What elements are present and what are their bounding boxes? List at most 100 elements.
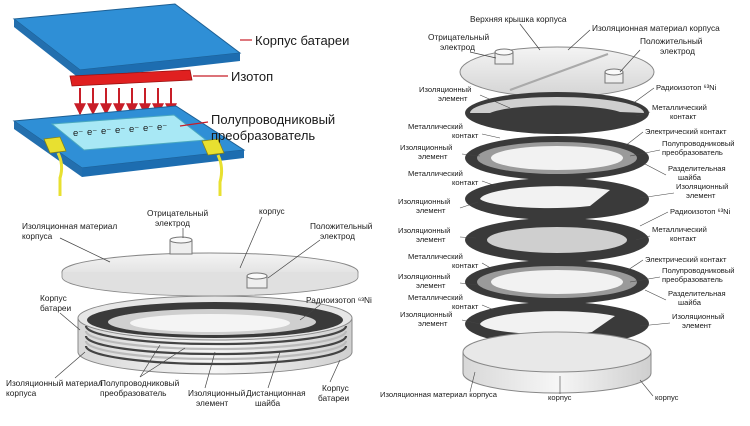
label-metal-contact: Металлический bbox=[652, 103, 707, 112]
label-ins-element: элемент bbox=[418, 319, 448, 328]
electron-labels: e⁻ e⁻ e⁻ e⁻ e⁻ e⁻ e⁻ bbox=[73, 122, 167, 139]
layer-2 bbox=[465, 136, 649, 180]
lid-edge bbox=[61, 272, 359, 297]
electron-glyph: e⁻ bbox=[87, 127, 97, 138]
pointer bbox=[299, 304, 321, 321]
left-labels: Изоляционный элемент Металлический конта… bbox=[380, 85, 572, 402]
label-electric-contact: Электрический контакт bbox=[645, 127, 727, 136]
pointer bbox=[239, 216, 263, 269]
label-ins-element: Изоляционный bbox=[400, 310, 452, 319]
top-case-edge bbox=[80, 53, 240, 79]
label-ins-element: Изоляционный bbox=[676, 182, 728, 191]
label-ins-element: элемент bbox=[416, 235, 446, 244]
label-neg-electrode: электрод bbox=[440, 42, 475, 52]
converter-label-1: Полупроводниковый bbox=[211, 112, 335, 127]
right-contact bbox=[201, 138, 225, 156]
layer-4 bbox=[465, 218, 649, 262]
semiconductor-converter bbox=[50, 114, 208, 151]
top-pointers bbox=[469, 23, 641, 73]
label-battery-case-bottom: Корпус bbox=[322, 383, 349, 393]
label-converter: преобразователь bbox=[662, 275, 723, 284]
right-lead-wire bbox=[216, 154, 224, 196]
label-metal-contact: Металлический bbox=[408, 252, 463, 261]
label-ins-element: элемент bbox=[686, 191, 716, 200]
pointer bbox=[59, 237, 111, 263]
label-ins-element: элемент bbox=[416, 281, 446, 290]
label-ins-element: элемент bbox=[438, 94, 468, 103]
label-housing: корпус bbox=[548, 393, 572, 402]
label-metal-contact: Металлический bbox=[652, 225, 707, 234]
label-insulating-element: Изоляционный bbox=[188, 388, 246, 398]
label-insulation-case-bottom: Изоляционный материал bbox=[6, 378, 103, 388]
layer-5 bbox=[465, 260, 649, 304]
label-battery-case: батареи bbox=[40, 303, 72, 313]
label-ins-element: элемент bbox=[418, 152, 448, 161]
electron-glyph: e⁻ bbox=[143, 123, 153, 134]
label-metal-contact: контакт bbox=[670, 112, 697, 121]
label-spacer: Дистанционная bbox=[246, 388, 306, 398]
stack-layer-white bbox=[130, 314, 290, 332]
label-neg-electrode: Отрицательный bbox=[428, 32, 489, 42]
pos-electrode-top bbox=[246, 272, 268, 280]
label-ins-element: Изоляционный bbox=[398, 197, 450, 206]
label-metal-contact: контакт bbox=[452, 178, 479, 187]
label-ins-element: элемент bbox=[416, 206, 446, 215]
label-metal-contact: Металлический bbox=[408, 169, 463, 178]
label-spacer: Разделительная bbox=[668, 164, 726, 173]
label-metal-contact: контакт bbox=[670, 234, 697, 243]
bottom-case-top bbox=[462, 331, 652, 373]
label-insulation-case: Изоляционная материал bbox=[22, 221, 117, 231]
label-ins-element: Изоляционный bbox=[398, 226, 450, 235]
right-pointers bbox=[624, 87, 675, 397]
label-converter: Полупроводниковый bbox=[662, 139, 735, 148]
pointer bbox=[267, 239, 321, 279]
label-converter: Полупроводниковый bbox=[662, 266, 735, 275]
label-converter: преобразователь bbox=[100, 388, 167, 398]
label-insulation-case: корпуса bbox=[22, 231, 53, 241]
electron-glyph: e⁻ bbox=[73, 128, 83, 139]
label-spacer: шайба bbox=[678, 173, 702, 182]
label-metal-contact: контакт bbox=[452, 302, 479, 311]
panel-a-battery-schematic: Корпус батареи Изотоп e⁻ e⁻ e⁻ e⁻ e⁻ bbox=[12, 3, 349, 196]
label-housing: корпус bbox=[655, 393, 679, 402]
label-ins-element: Изоляционный bbox=[672, 312, 724, 321]
label-pos-electrode: Положительный bbox=[310, 221, 373, 231]
label-insulation-case: Изоляционная материал корпуса bbox=[592, 23, 720, 33]
right-labels: Радиоизотоп ⁶³Ni Металлический контакт Э… bbox=[645, 83, 735, 402]
left-contact bbox=[43, 136, 67, 154]
label-metal-contact: контакт bbox=[452, 131, 479, 140]
converter-pointer bbox=[179, 121, 209, 127]
label-spacer: шайба bbox=[678, 298, 702, 307]
stacked-edge-layers bbox=[84, 325, 348, 366]
label-converter: Полупроводниковый bbox=[100, 378, 180, 388]
electron-glyph: e⁻ bbox=[129, 124, 139, 135]
pointer bbox=[59, 312, 81, 331]
label-neg-electrode: Отрицательный bbox=[147, 208, 208, 218]
label-spacer: шайба bbox=[255, 398, 280, 408]
bottom-case-edge bbox=[82, 150, 244, 177]
label-insulating-element: элемент bbox=[196, 398, 228, 408]
isotope-strip bbox=[69, 69, 193, 87]
label-converter: преобразователь bbox=[662, 148, 723, 157]
electron-glyph: e⁻ bbox=[115, 125, 125, 136]
top-case-side bbox=[14, 19, 80, 79]
label-metal-contact: контакт bbox=[452, 261, 479, 270]
label-radioisotope: Радиоизотоп ⁶³Ni bbox=[656, 83, 717, 92]
neg-electrode-top bbox=[169, 236, 193, 244]
label-spacer: Разделительная bbox=[668, 289, 726, 298]
label-pos-electrode: электрод bbox=[660, 46, 695, 56]
label-ins-element: Изоляционный bbox=[419, 85, 471, 94]
label-ins-element: Изоляционный bbox=[398, 272, 450, 281]
label-ins-element: Изоляционный bbox=[400, 143, 452, 152]
left-pointers bbox=[459, 94, 561, 394]
label-insulation-case-bottom: корпуса bbox=[6, 388, 37, 398]
case-label: Корпус батареи bbox=[255, 33, 349, 48]
label-bottom-insulation: Изоляционная материал корпуса bbox=[380, 390, 498, 399]
label-metal-contact: Металлический bbox=[408, 293, 463, 302]
label-metal-contact: Металлический bbox=[408, 122, 463, 131]
label-radioisotope: Радиоизотоп ⁶³Ni bbox=[306, 295, 372, 305]
left-lead-wire bbox=[56, 152, 64, 196]
panel-b-assembled-battery: Изоляционная материал корпуса Отрицатель… bbox=[6, 206, 373, 408]
label-top-cover: Верхняя крышка корпуса bbox=[470, 14, 567, 24]
